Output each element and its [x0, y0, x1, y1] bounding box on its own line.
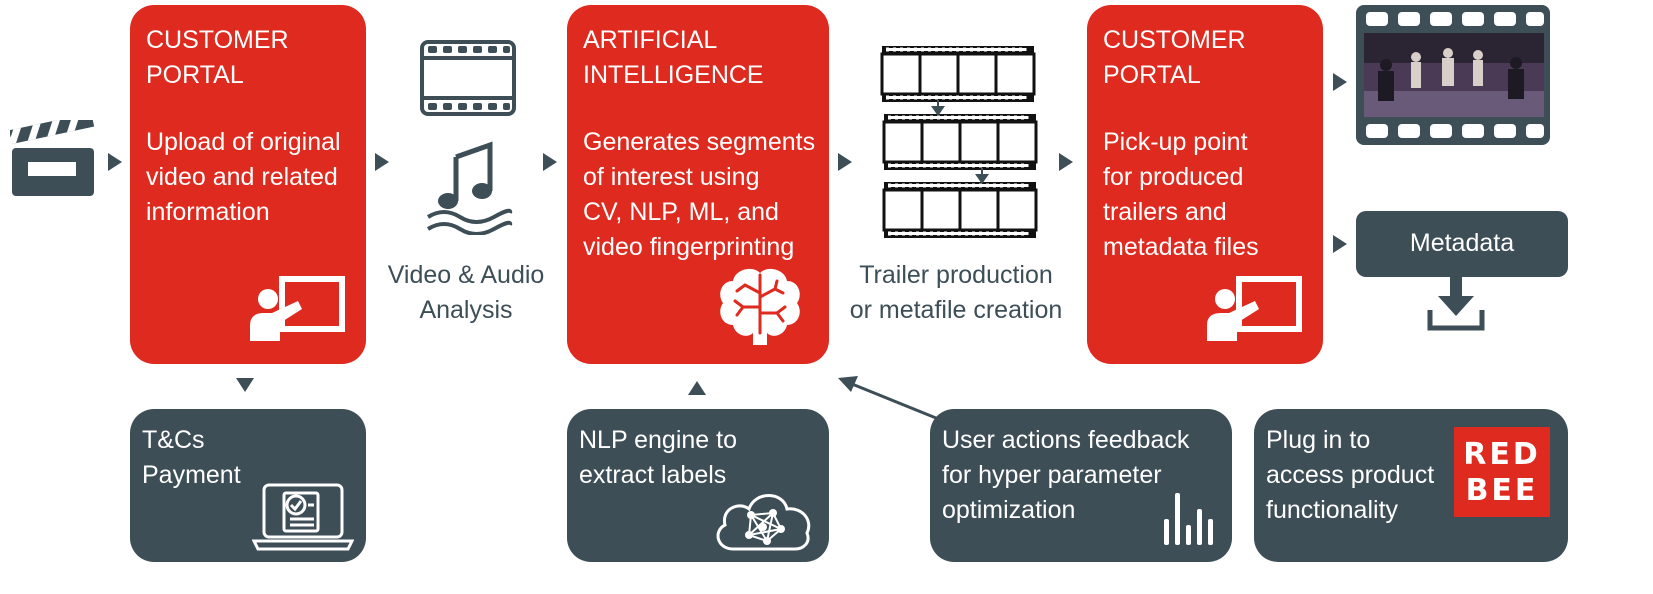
artificial-intelligence-text: Generates segments of interest using CV,…: [583, 128, 816, 261]
bar-chart-icon: [1164, 493, 1213, 545]
customer-portal-upload-text: Upload of original video and related inf…: [146, 128, 341, 226]
customer-portal-pickup-box: CUSTOMER PORTAL Pick-up point for produc…: [1087, 5, 1323, 364]
presentation-teacher-icon: [1207, 276, 1302, 341]
film-strips-icon: [880, 46, 1038, 238]
video-audio-analysis-caption: Video & Audio Analysis: [387, 261, 545, 324]
cloud-network-icon: [716, 494, 811, 551]
brain-icon: [720, 268, 800, 345]
customer-portal-upload-title: CUSTOMER PORTAL: [146, 26, 289, 89]
nlp-engine-box: NLP engine to extract labels: [567, 409, 829, 562]
plugin-text: Plug in to access product functionality: [1266, 426, 1435, 524]
trailer-production-caption: Trailer production or metafile creation: [849, 261, 1063, 324]
arrow-to-tcs: [236, 378, 254, 392]
flow-arrow-1: [108, 153, 122, 171]
metadata-box: Metadata: [1356, 211, 1568, 277]
artificial-intelligence-box: ARTIFICIAL INTELLIGENCE Generates segmen…: [567, 5, 829, 364]
flow-arrow-2: [375, 153, 389, 171]
tcs-payment-box: T&Cs Payment: [130, 409, 366, 562]
user-feedback-text: User actions feedback for hyper paramete…: [942, 426, 1190, 524]
presentation-teacher-icon: [250, 276, 345, 341]
flow-arrow-3: [543, 153, 557, 171]
metadata-label: Metadata: [1409, 229, 1515, 257]
plugin-box: Plug in to access product functionality …: [1254, 409, 1568, 562]
customer-portal-pickup-title: CUSTOMER PORTAL: [1103, 26, 1246, 89]
user-feedback-box: User actions feedback for hyper paramete…: [930, 409, 1232, 562]
customer-portal-pickup-text: Pick-up point for produced trailers and …: [1103, 128, 1259, 261]
video-thumbnail-icon: [1356, 5, 1550, 145]
nlp-engine-text: NLP engine to extract labels: [579, 426, 737, 489]
flow-arrow-5: [1059, 153, 1073, 171]
feedback-arrow: [838, 376, 937, 420]
arrow-to-video: [1333, 73, 1347, 91]
red-bee-logo: RED BEE: [1454, 427, 1550, 517]
flow-arrow-4: [838, 153, 852, 171]
music-notes-icon: [426, 141, 513, 235]
arrow-to-metadata: [1333, 235, 1347, 253]
film-strip-icon: [420, 40, 516, 116]
customer-portal-upload-box: CUSTOMER PORTAL Upload of original video…: [130, 5, 366, 364]
arrow-from-nlp: [688, 381, 706, 395]
artificial-intelligence-title: ARTIFICIAL INTELLIGENCE: [583, 26, 764, 89]
laptop-document-icon: [252, 483, 354, 551]
tcs-payment-text: T&Cs Payment: [142, 426, 241, 489]
clapperboard-icon: [10, 120, 95, 196]
download-icon: [1427, 276, 1485, 331]
